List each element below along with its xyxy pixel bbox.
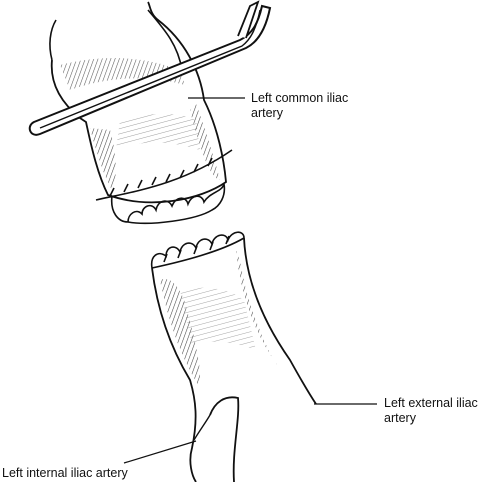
upper-suture-stitches <box>109 157 213 197</box>
bifurcation-left-branch <box>193 414 211 441</box>
clamp-jaw-inner <box>39 9 261 129</box>
clamp-handle-upper <box>237 0 260 39</box>
lower-cut-rim <box>150 231 245 269</box>
clamp-jaw-outer <box>28 4 272 136</box>
lower-suture-line <box>151 237 245 269</box>
label-left-external-iliac-artery: Left external iliac artery <box>384 396 478 426</box>
vessel-upper-shading-right <box>190 104 220 180</box>
lower-suture-stitches <box>163 235 230 263</box>
vessel-upper-shading-mid <box>116 114 200 150</box>
label-common-line1: Left common iliac <box>251 91 349 105</box>
label-left-internal-iliac-artery: Left internal iliac artery <box>2 466 128 481</box>
vessel-lower-right-wall <box>243 237 317 405</box>
iliac-bifurcation <box>150 231 317 482</box>
vessel-upper-shading-left <box>90 128 116 190</box>
label-internal-line: Left internal iliac artery <box>2 466 128 480</box>
leader-internal-iliac <box>123 440 197 464</box>
label-external-line2: artery <box>384 411 416 425</box>
vessel-upper-left-wall <box>49 19 57 61</box>
vessel-lower-body <box>151 267 197 482</box>
label-left-common-iliac-artery: Left common iliac artery <box>251 91 348 121</box>
vessel-lower-shading-mid <box>180 287 256 350</box>
label-external-line1: Left external iliac <box>384 396 478 410</box>
upper-suture-line <box>95 149 233 201</box>
vessel-lower-shading-left <box>160 279 201 385</box>
bifurcation-crotch <box>209 396 240 482</box>
upper-cut-rim <box>110 183 226 225</box>
vascular-clamp <box>28 0 272 136</box>
label-common-line2: artery <box>251 106 283 120</box>
leader-lines <box>123 97 377 464</box>
vessel-upper-shading-top <box>60 58 185 90</box>
common-iliac-stump <box>49 1 233 225</box>
vessel-upper-body <box>50 1 227 204</box>
vessel-upper-right-wall <box>147 9 183 71</box>
